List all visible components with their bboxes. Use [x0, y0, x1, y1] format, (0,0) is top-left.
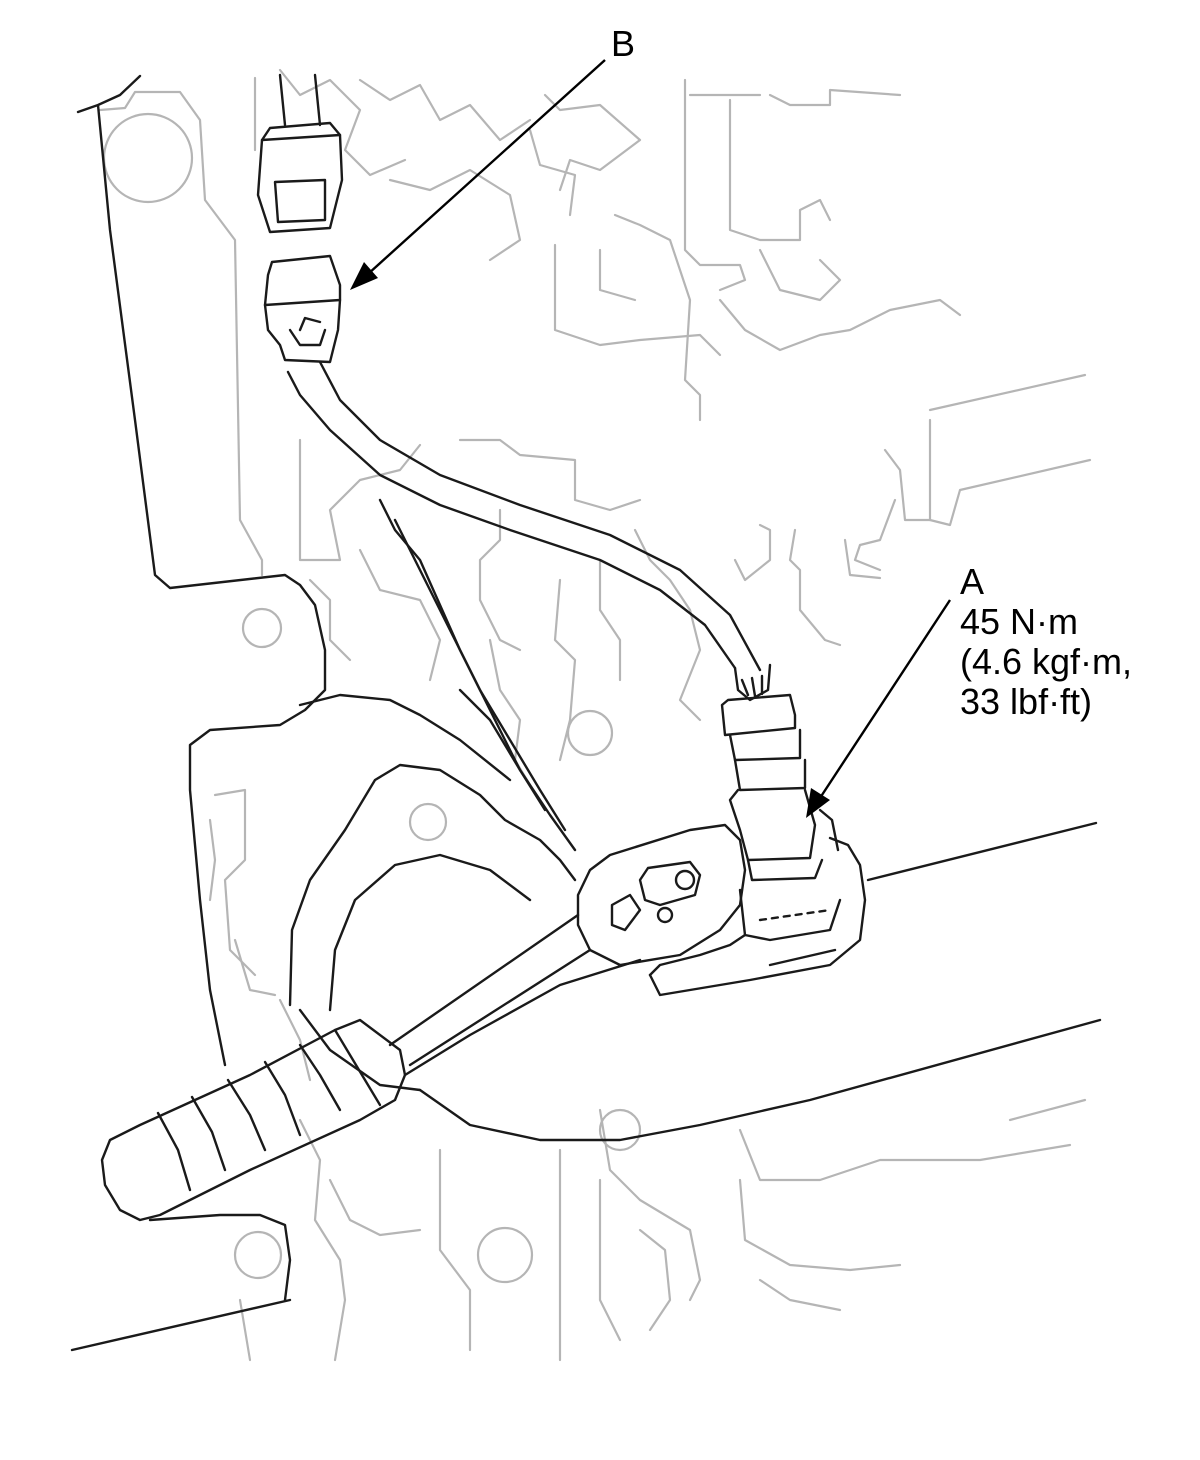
callout-label-b: B: [611, 24, 635, 64]
lower-crossmember: [418, 821, 1102, 1142]
torque-spec-line-3: 33 lbf·ft): [960, 681, 1093, 722]
oxygen-sensor-a: [720, 663, 824, 882]
engine-background-linework: [98, 68, 1092, 1362]
torque-spec-line-1: 45 N·m: [960, 601, 1079, 642]
torque-spec-line-2: (4.6 kgf·m,: [960, 641, 1133, 682]
socket-wrench-head: [576, 808, 867, 997]
callout-b-letter: B: [611, 23, 636, 64]
leader-a-arrow: [806, 599, 952, 818]
connector-housing-upper: [256, 73, 344, 234]
sensor-cable: [286, 370, 737, 670]
wrench-handle: [100, 913, 592, 1222]
foreground-linework: [70, 73, 1102, 1352]
mounting-bracket: [76, 74, 327, 1067]
flange-mount: [288, 763, 577, 1007]
crossmember: [298, 693, 512, 782]
wrench-extension: [403, 958, 642, 1077]
leader-b-arrow: [350, 59, 606, 290]
connector-b: [263, 254, 342, 364]
callout-label-a: A 45 N·m (4.6 kgf·m, 33 lbf·ft): [960, 562, 1132, 722]
bottom-line: [70, 1213, 292, 1352]
callout-a-letter: A: [960, 561, 985, 602]
